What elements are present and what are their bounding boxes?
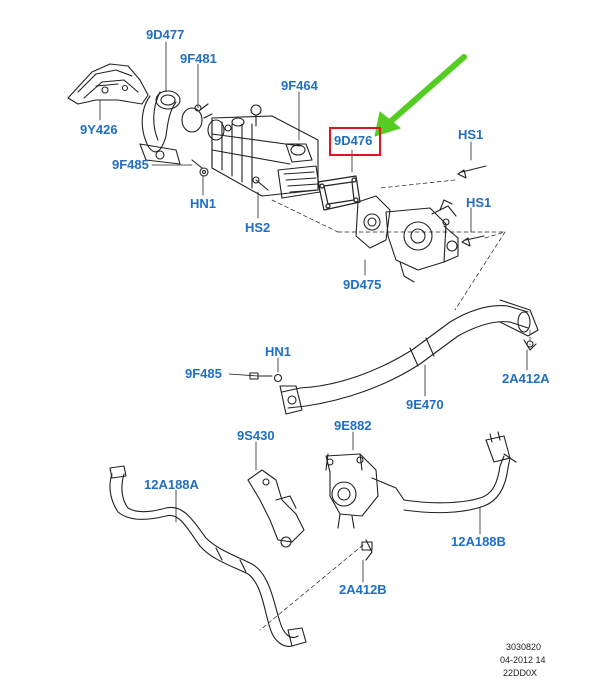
arrow-icon bbox=[374, 54, 467, 137]
label-hs2[interactable]: HS2 bbox=[245, 220, 271, 235]
label-2a412b[interactable]: 2A412B bbox=[339, 582, 387, 597]
egr-hose-9d477 bbox=[139, 90, 213, 165]
egr-cooler-9f464 bbox=[207, 104, 321, 199]
label-9e470[interactable]: 9E470 bbox=[406, 397, 444, 412]
label-9f464[interactable]: 9F464 bbox=[281, 78, 318, 93]
label-12a188b[interactable]: 12A188B bbox=[451, 534, 506, 549]
bracket-9s430 bbox=[247, 469, 305, 548]
label-9d475[interactable]: 9D475 bbox=[343, 277, 382, 292]
footer-code-3: 22DD0X bbox=[503, 668, 538, 678]
label-9y426[interactable]: 9Y426 bbox=[80, 122, 118, 137]
bolt-2a412b bbox=[361, 539, 373, 561]
studs-9f485-hn1 bbox=[191, 159, 209, 177]
label-9d476[interactable]: 9D476 bbox=[334, 133, 373, 148]
highlight-box bbox=[329, 127, 381, 156]
footer-code-1: 3030820 bbox=[506, 642, 542, 652]
bolt-2a412a bbox=[523, 339, 537, 351]
label-9f485-lower[interactable]: 9F485 bbox=[185, 366, 222, 381]
bolts-hs1 bbox=[457, 165, 487, 247]
egr-valve-9d475 bbox=[355, 195, 459, 283]
sensor-9e882 bbox=[325, 453, 405, 529]
label-hn1-lower[interactable]: HN1 bbox=[265, 344, 292, 359]
footer-code-2: 04-2012 14 bbox=[500, 655, 546, 665]
label-12a188a[interactable]: 12A188A bbox=[144, 477, 199, 492]
label-hn1-upper[interactable]: HN1 bbox=[190, 196, 217, 211]
label-9f485-upper[interactable]: 9F485 bbox=[112, 157, 149, 172]
hose-12a188a bbox=[109, 465, 307, 647]
label-hs1-lower[interactable]: HS1 bbox=[466, 195, 492, 210]
leader-lines bbox=[99, 41, 528, 583]
label-9f481[interactable]: 9F481 bbox=[180, 51, 217, 66]
hose-12a188b bbox=[403, 431, 517, 514]
label-9e882[interactable]: 9E882 bbox=[334, 418, 372, 433]
heat-shield-9y426 bbox=[67, 63, 149, 105]
label-hs1-upper[interactable]: HS1 bbox=[458, 127, 484, 142]
egr-tube-9e470 bbox=[279, 299, 539, 415]
label-9d477[interactable]: 9D477 bbox=[146, 27, 185, 42]
dashed-guides bbox=[259, 179, 531, 631]
label-2a412a[interactable]: 2A412A bbox=[502, 371, 550, 386]
studs-lower-hn1-9f485 bbox=[249, 372, 283, 383]
gasket-9d476 bbox=[317, 175, 361, 211]
label-9s430[interactable]: 9S430 bbox=[237, 428, 275, 443]
